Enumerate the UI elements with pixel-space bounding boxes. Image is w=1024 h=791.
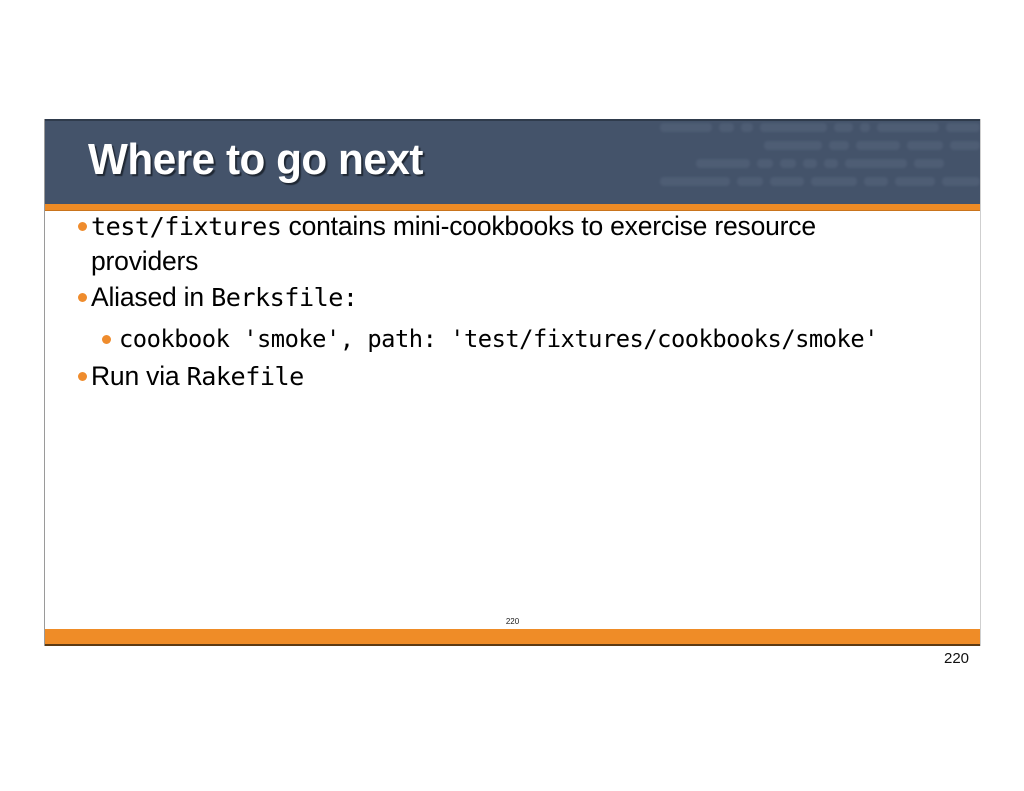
text-span: contains mini-cookbooks to exercise reso… (91, 211, 816, 276)
slide-title-bar: Where to go next (45, 119, 980, 204)
accent-rule-bottom (45, 629, 980, 646)
text-span: Aliased in (91, 282, 212, 312)
watermark-row (660, 159, 980, 168)
bullet-item: Aliased in Berksfile: cookbook 'smoke', p… (45, 280, 980, 357)
code-span: cookbook 'smoke', path: 'test/fixtures/c… (119, 325, 878, 353)
bullet-item: test/fixtures contains mini-cookbooks to… (45, 209, 980, 278)
bullet-text: Run via Rakefile (91, 359, 901, 394)
watermark-row (660, 177, 980, 186)
slide-body: test/fixtures contains mini-cookbooks to… (45, 209, 980, 629)
sub-bullet-list: cookbook 'smoke', path: 'test/fixtures/c… (91, 321, 980, 357)
bullet-dot-icon (78, 372, 87, 381)
slide-page-number: 220 (505, 617, 520, 626)
slide: Where to go next test/fixtures contains … (44, 119, 981, 646)
sub-bullet-item: cookbook 'smoke', path: 'test/fixtures/c… (91, 321, 980, 357)
accent-rule-top (45, 204, 980, 211)
bullet-text: Aliased in Berksfile: (91, 280, 901, 315)
title-watermark (660, 123, 980, 191)
bullet-list: test/fixtures contains mini-cookbooks to… (45, 209, 980, 394)
bullet-dot-icon (78, 293, 87, 302)
bullet-dot-icon (102, 335, 111, 344)
bullet-text: test/fixtures contains mini-cookbooks to… (91, 209, 901, 278)
bullet-dot-icon (78, 222, 87, 231)
bullet-text: cookbook 'smoke', path: 'test/fixtures/c… (119, 321, 929, 357)
code-span: test/fixtures (91, 212, 282, 241)
code-span: Rakefile (186, 362, 305, 391)
bullet-item: Run via Rakefile (45, 359, 980, 394)
text-span: Run via (91, 361, 187, 391)
slide-title: Where to go next (88, 135, 423, 184)
document-page-number: 220 (944, 650, 970, 667)
watermark-row (660, 123, 980, 132)
code-span: Berksfile: (211, 283, 358, 312)
watermark-row (660, 141, 980, 150)
